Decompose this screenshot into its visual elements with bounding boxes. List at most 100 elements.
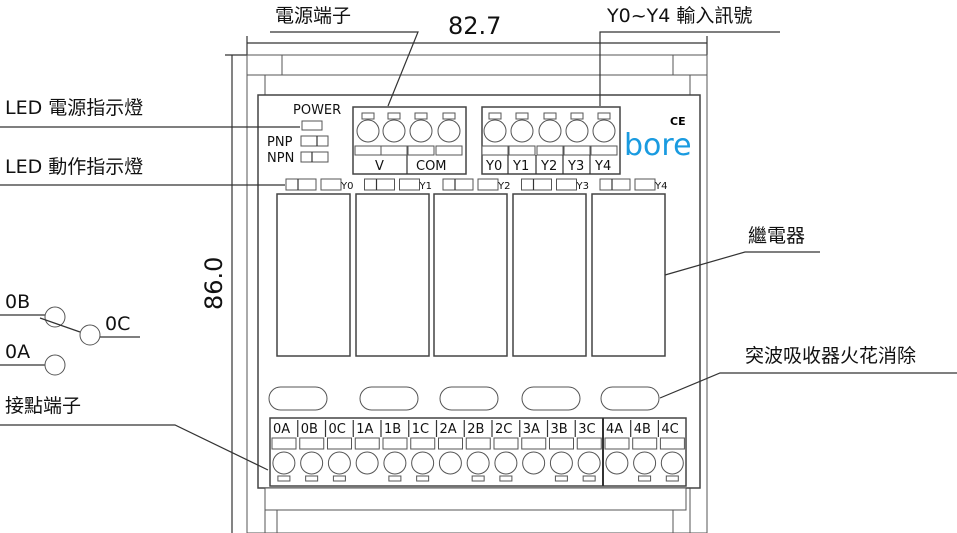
- input-terminal-screw: [483, 119, 507, 143]
- contact-terminal-label: 1A: [356, 422, 373, 437]
- contact-terminal-screw: [522, 451, 546, 475]
- switch-nc-label: 0B: [5, 291, 30, 313]
- terminal-release-tab: [388, 475, 402, 482]
- input-terminal-label: Y3: [567, 159, 584, 174]
- terminal-release-tab: [597, 112, 611, 120]
- action-led: [399, 178, 420, 191]
- callout-relay: 繼電器: [664, 225, 820, 276]
- surge-absorber: [359, 386, 419, 411]
- contact-terminal-screw: [660, 451, 684, 475]
- callout-led-action-text: LED 動作指示燈: [5, 156, 143, 178]
- input-terminal-label: Y2: [540, 159, 557, 174]
- relay: [355, 193, 430, 357]
- contact-terminal-screw: [466, 451, 490, 475]
- contact-terminal-label: 3A: [523, 422, 540, 437]
- terminal-clamp: [465, 437, 491, 450]
- contact-terminal-label: 4A: [606, 422, 623, 437]
- terminal-clamp: [493, 437, 519, 450]
- relay: [591, 193, 666, 357]
- contact-terminal-label: 4C: [661, 422, 678, 437]
- terminal-clamp: [380, 145, 408, 156]
- terminal-release-tab: [665, 475, 679, 482]
- terminal-release-tab: [416, 475, 430, 482]
- terminal-clamp: [435, 145, 463, 156]
- contact-terminal-label: 1C: [412, 422, 429, 437]
- terminal-clamp: [659, 437, 685, 450]
- height-dimension: 86.0: [200, 54, 247, 533]
- contact-terminal-screw: [383, 451, 407, 475]
- contact-terminal-screw: [577, 451, 601, 475]
- terminal-release-tab: [582, 475, 596, 482]
- action-led-label: Y1: [419, 181, 432, 192]
- terminal-release-tab: [570, 112, 584, 120]
- surge-absorber: [268, 386, 328, 411]
- power-terminal-screw: [437, 119, 461, 143]
- terminal-clamp: [271, 437, 297, 450]
- terminal-clamp: [563, 145, 591, 156]
- contact-terminal-label: 2B: [467, 422, 484, 437]
- contact-terminal-label: 0B: [301, 422, 318, 437]
- action-led-pair: [599, 178, 631, 191]
- action-led-pair: [285, 178, 317, 191]
- input-terminal-label: Y0: [485, 159, 502, 174]
- npn-label: NPN: [267, 151, 294, 166]
- relay: [433, 193, 508, 357]
- terminal-release-tab: [543, 112, 557, 120]
- terminal-clamp: [604, 437, 630, 450]
- callout-led-power-text: LED 電源指示燈: [5, 97, 143, 119]
- action-led-pair: [521, 178, 552, 191]
- contact-terminal-label: 3B: [551, 422, 568, 437]
- terminal-label-v: V: [375, 159, 384, 174]
- pnp-label: PNP: [267, 135, 293, 150]
- terminal-clamp: [299, 437, 325, 450]
- terminal-release-tab: [277, 475, 291, 482]
- terminal-clamp: [549, 437, 574, 450]
- terminal-clamp: [576, 437, 602, 450]
- surge-absorber: [521, 386, 581, 411]
- input-terminal-screw: [538, 119, 562, 143]
- action-led: [477, 178, 499, 191]
- terminal-release-tab: [414, 112, 428, 120]
- switch-com-label: 0C: [105, 313, 130, 335]
- action-led-label: Y4: [654, 181, 667, 192]
- power-label: POWER: [293, 103, 341, 118]
- callout-power-terminal-text: 電源端子: [275, 5, 351, 27]
- callout-input-signal: Y0~Y4 輸入訊號: [599, 5, 780, 106]
- terminal-clamp: [508, 145, 536, 156]
- callout-relay-text: 繼電器: [748, 225, 805, 247]
- switch-symbol: 0B 0C 0A: [0, 291, 140, 376]
- action-led: [634, 178, 656, 191]
- npn-led: [300, 151, 329, 163]
- contact-terminal-screw: [272, 451, 296, 475]
- terminal-release-tab: [442, 112, 456, 120]
- contact-terminal-screw: [355, 451, 379, 475]
- contact-terminal-screw: [438, 451, 462, 475]
- terminal-clamp: [632, 437, 658, 450]
- input-terminal-screw: [510, 119, 534, 143]
- terminal-release-tab: [488, 112, 502, 120]
- width-dimension: 82.7: [246, 12, 708, 55]
- contact-terminal-label: 1B: [384, 422, 401, 437]
- terminal-clamp: [407, 145, 435, 156]
- contact-terminal-label: 4B: [634, 422, 651, 437]
- input-terminal-label: Y1: [512, 159, 529, 174]
- terminal-release-tab: [471, 475, 485, 482]
- action-led: [556, 178, 577, 191]
- terminal-clamp: [481, 145, 509, 156]
- power-terminal-screw: [356, 119, 380, 143]
- action-led-label: Y0: [340, 181, 353, 192]
- surge-absorber: [439, 386, 499, 411]
- contact-terminal-label: 3C: [578, 422, 595, 437]
- terminal-clamp: [438, 437, 463, 450]
- action-led-pair: [364, 178, 395, 191]
- callout-led-power: LED 電源指示燈: [0, 97, 300, 128]
- contact-terminal-screw: [633, 451, 657, 475]
- terminal-release-tab: [515, 112, 529, 120]
- terminal-clamp: [327, 437, 352, 450]
- action-led: [320, 178, 342, 191]
- callout-surge-text: 突波吸收器火花消除: [745, 345, 916, 367]
- terminal-release-tab: [638, 475, 652, 482]
- terminal-release-tab: [499, 475, 513, 482]
- terminal-release-tab: [554, 475, 568, 482]
